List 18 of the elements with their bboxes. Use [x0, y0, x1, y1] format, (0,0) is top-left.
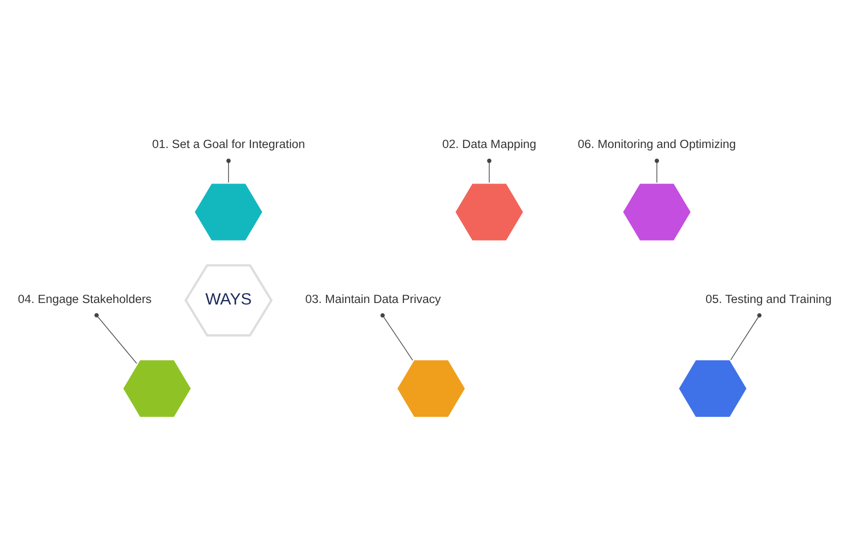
node-text: 03. Maintain Data Privacy — [305, 292, 441, 306]
node-hexagon — [192, 182, 265, 243]
node-hexagon — [452, 182, 526, 243]
node-text: 04. Engage Stakeholders — [18, 292, 152, 306]
node-hexagon — [676, 358, 750, 420]
connector — [654, 158, 659, 183]
node-hexagon — [620, 182, 694, 243]
node-text: 02. Data Mapping — [442, 137, 536, 152]
connector — [487, 158, 492, 183]
node-text: 01. Set a Goal for Integration — [152, 137, 305, 152]
connector — [730, 313, 762, 360]
node-text: 06. Monitoring and Optimizing — [578, 137, 736, 152]
connector — [380, 313, 414, 361]
node-hexagon — [120, 358, 194, 420]
connector — [226, 158, 231, 183]
node-hexagon — [394, 358, 468, 420]
connector — [94, 313, 138, 364]
node-text: 05. Testing and Training — [705, 292, 832, 306]
